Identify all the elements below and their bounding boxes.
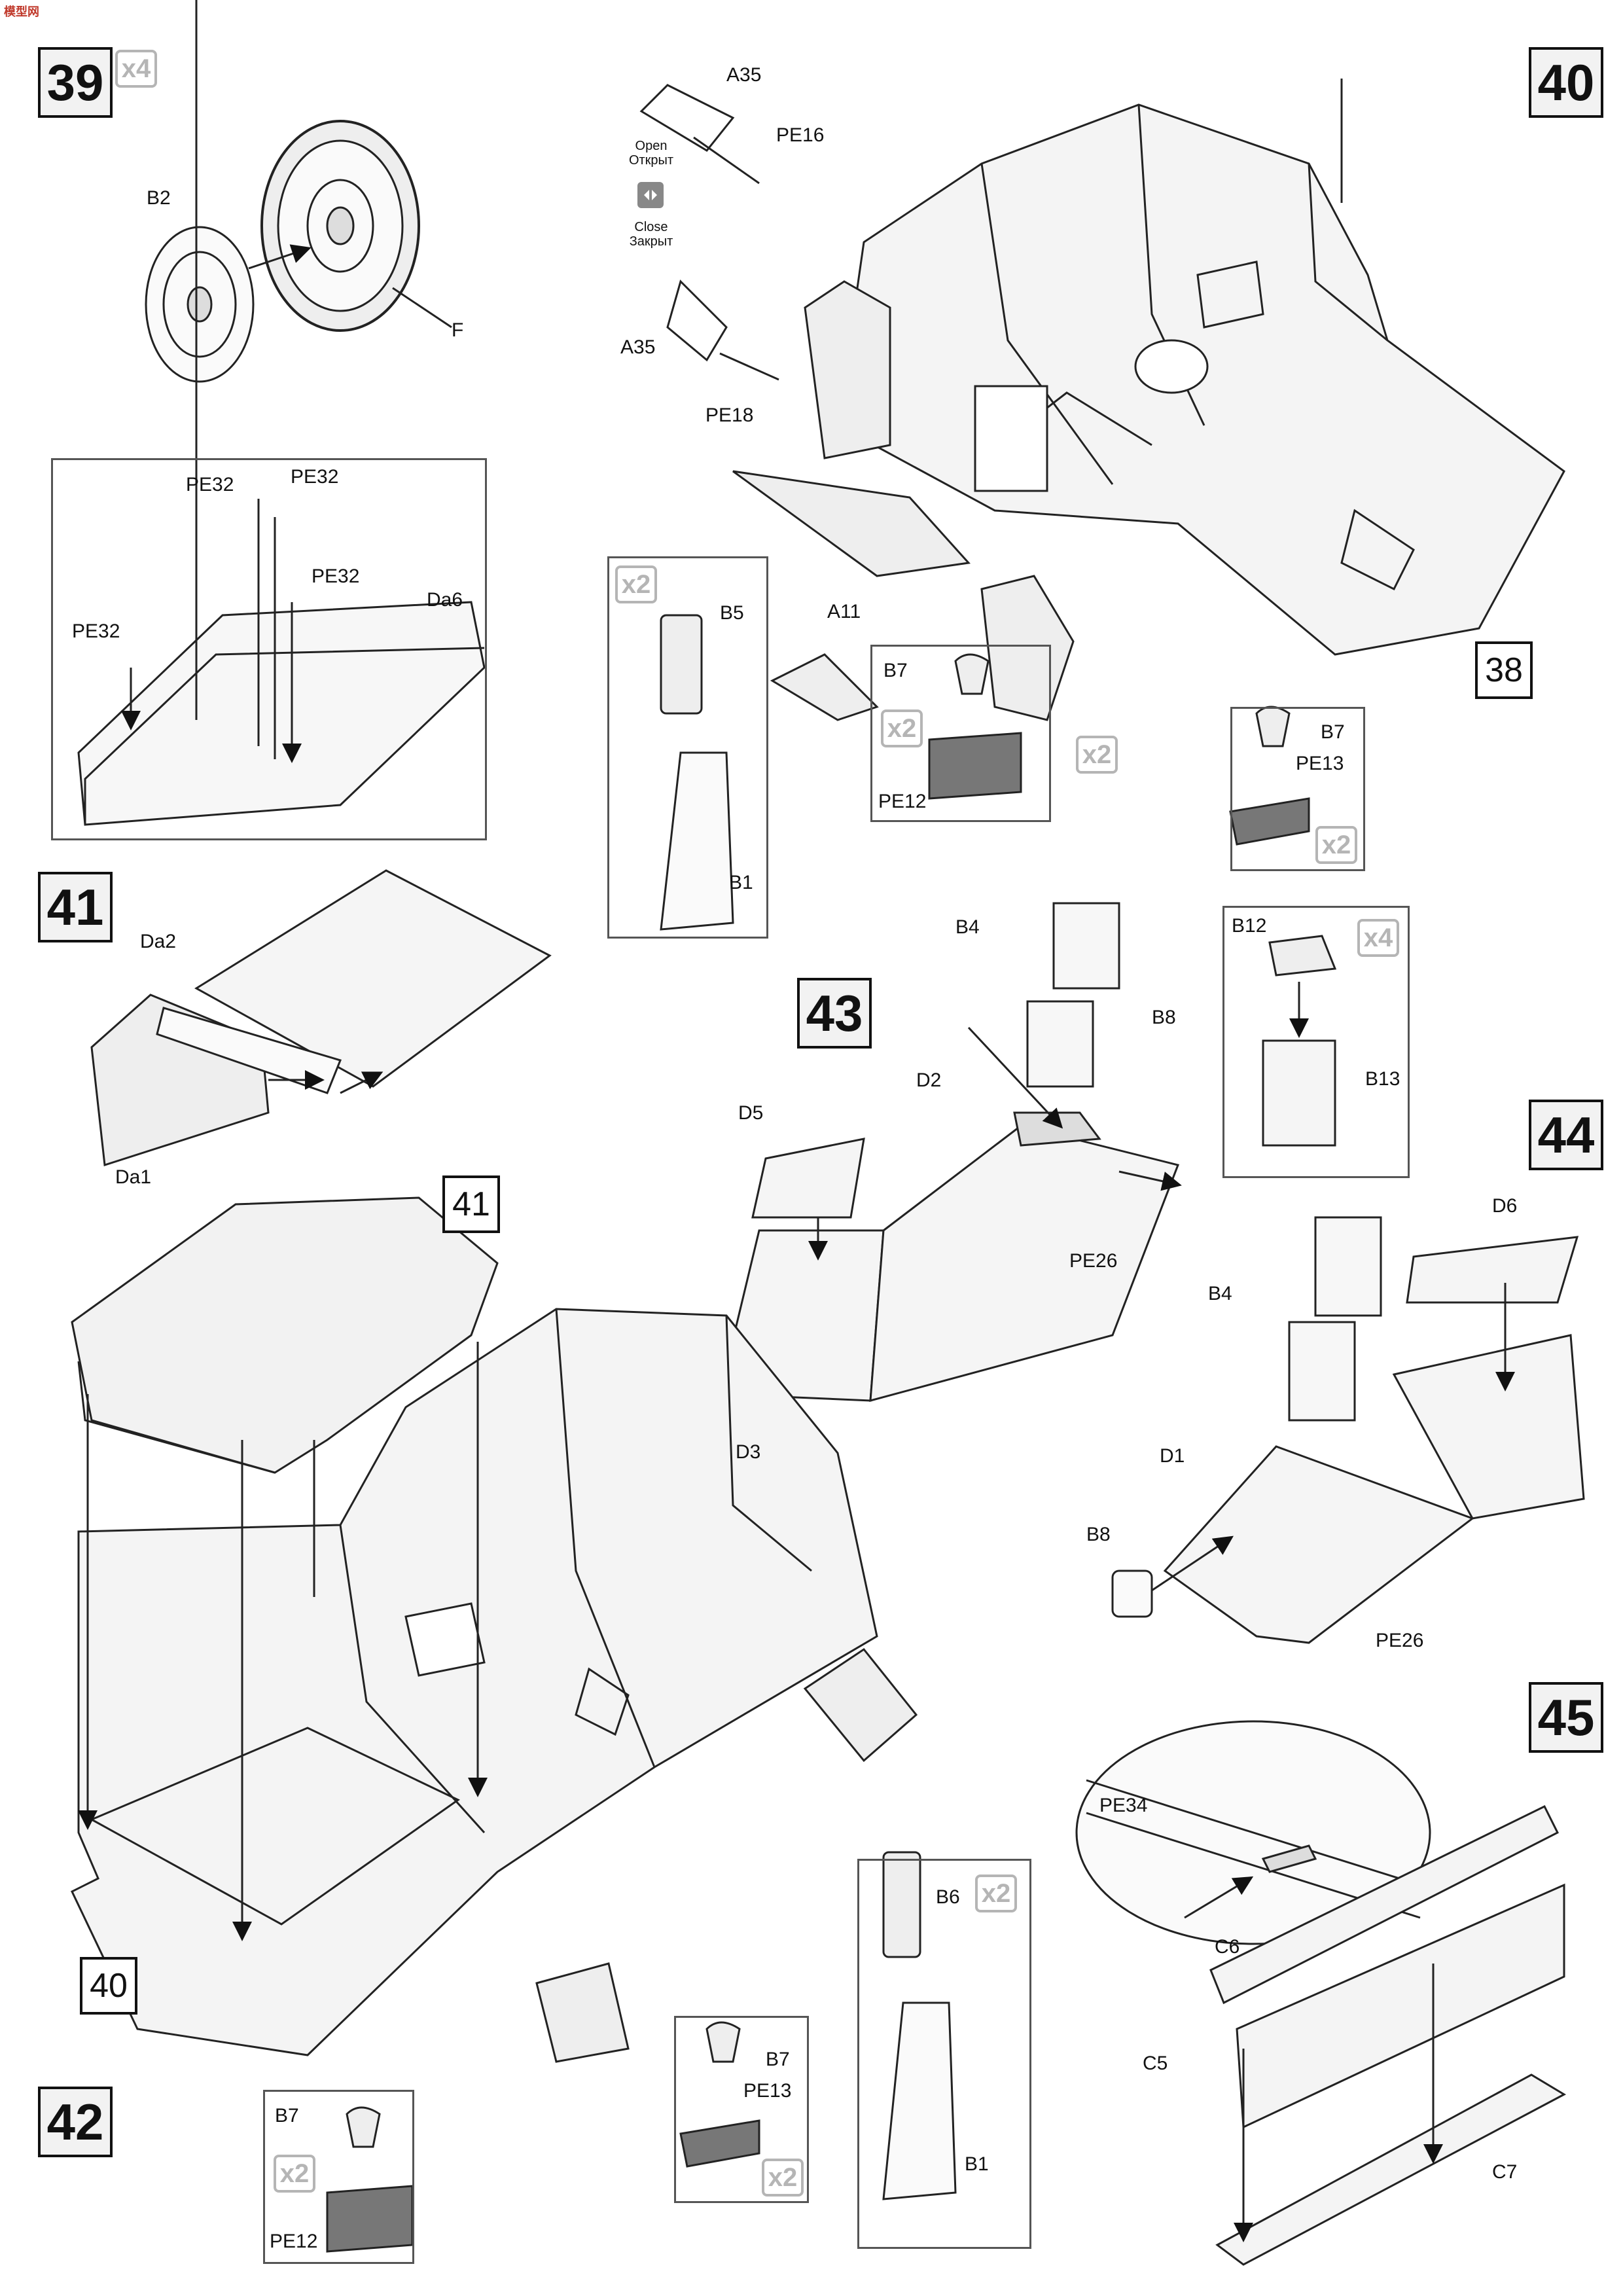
spring-inset-b5 [660, 614, 734, 931]
label-pe16: PE16 [776, 124, 825, 146]
qty-x4-b12-b13: x4 [1357, 919, 1399, 957]
step-39-number: 39 [38, 47, 113, 118]
label-d5: D5 [738, 1102, 764, 1124]
ref-step-41: 41 [442, 1175, 500, 1233]
label-pe26-step43: PE26 [1069, 1250, 1118, 1272]
label-pe32-d: PE32 [72, 620, 120, 642]
label-d6: D6 [1492, 1195, 1518, 1217]
label-b5: B5 [720, 602, 744, 624]
inset-frame-b7-pe12-step40 [870, 645, 1051, 822]
label-b2: B2 [147, 187, 171, 209]
label-b1-step40: B1 [729, 872, 753, 893]
label-b4-step43: B4 [955, 916, 980, 938]
label-b7-step42-mid: B7 [766, 2049, 790, 2070]
stowage-box-step45 [1075, 1720, 1567, 2266]
label-da1: Da1 [115, 1166, 152, 1188]
label-a11: A11 [827, 601, 861, 622]
qty-x2-b7-pe13-step42: x2 [762, 2159, 804, 2197]
ref-step-40: 40 [80, 1957, 137, 2015]
label-da6: Da6 [427, 589, 463, 611]
step-42-number: 42 [38, 2087, 113, 2157]
vehicle-step42-illustration [71, 1196, 918, 2063]
wheel-assembly-illustration [145, 120, 452, 383]
label-pe18: PE18 [705, 404, 754, 426]
hatch-close-label: Close Закрыт [629, 220, 673, 249]
inset-frame-b12-b13 [1222, 906, 1410, 1178]
label-c5: C5 [1143, 2053, 1168, 2074]
label-b8-step43: B8 [1152, 1007, 1176, 1028]
label-pe26-step44: PE26 [1376, 1630, 1424, 1651]
qty-x2-b7-pe13-step40: x2 [1315, 826, 1357, 864]
label-pe32-a: PE32 [186, 474, 234, 495]
label-d2: D2 [916, 1069, 942, 1091]
label-b7-step40-right: B7 [1321, 721, 1345, 743]
inset-frame-roof-detail [51, 458, 487, 840]
label-b12: B12 [1232, 915, 1267, 937]
label-pe13-step42: PE13 [743, 2080, 792, 2102]
qty-x2-b7-pe12-step40: x2 [881, 709, 923, 747]
label-a35-bottom: A35 [620, 336, 656, 358]
roof-panel-detail [77, 0, 486, 826]
label-b13: B13 [1365, 1068, 1400, 1090]
step-43-number: 43 [797, 978, 872, 1049]
label-pe12-step40: PE12 [878, 791, 927, 812]
label-a35-top: A35 [726, 64, 762, 86]
logo-text: 模型网 [4, 5, 39, 19]
inset-frame-b7-pe12-step42 [263, 2090, 414, 2264]
label-d1: D1 [1160, 1445, 1185, 1467]
bumpstop-inset-b7-pe12 [928, 653, 1022, 800]
label-c7: C7 [1492, 2161, 1518, 2183]
floor-panels-step43 [719, 902, 1182, 1403]
inset-frame-b7-pe13-step40 [1230, 707, 1365, 871]
step-45-number: 45 [1529, 1682, 1603, 1753]
vehicle-step40-illustration [639, 79, 1565, 721]
qty-x2-b6: x2 [975, 1874, 1017, 1912]
bumpstop-inset-step42-mid [679, 2021, 760, 2168]
bumpstop-inset-b7-pe13 [1229, 706, 1310, 846]
label-b7-step40-left: B7 [883, 660, 908, 681]
qty-x2-b7-pe12-step42: x2 [274, 2155, 315, 2193]
label-b7-step42-left: B7 [275, 2105, 299, 2126]
step-44-number: 44 [1529, 1100, 1603, 1170]
label-pe13-step40: PE13 [1296, 753, 1344, 774]
qty-x2-suspension-step40: x2 [1076, 736, 1118, 774]
box-inset-b12-b13 [1262, 935, 1337, 1147]
step-41-number: 41 [38, 872, 113, 942]
label-pe12-step42: PE12 [270, 2231, 318, 2252]
step-39-qty-badge: x4 [115, 50, 157, 88]
site-logo: 模型网 [3, 3, 46, 22]
label-da2: Da2 [140, 931, 177, 952]
inset-frame-b5-spring [607, 556, 768, 939]
label-pe32-c: PE32 [312, 565, 360, 587]
hatch-open-label: Open Открыт [628, 139, 674, 168]
qty-x2-b5: x2 [615, 565, 657, 603]
label-pe32-b: PE32 [291, 466, 339, 488]
hatch-toggle-icon [637, 182, 664, 208]
inset-frame-b7-pe13-step42 [674, 2016, 809, 2203]
inset-frame-b6-spring [857, 1859, 1031, 2249]
label-b4-step44: B4 [1208, 1283, 1232, 1304]
floor-panels-step44 [1111, 1216, 1585, 1644]
grille-parts-illustration [90, 869, 552, 1166]
step-40-number: 40 [1529, 47, 1603, 118]
label-b8-step44: B8 [1086, 1524, 1111, 1545]
label-f: F [452, 319, 464, 341]
label-b6: B6 [936, 1886, 960, 1908]
ref-step-38: 38 [1475, 641, 1533, 699]
label-c6: C6 [1215, 1936, 1240, 1958]
label-pe34: PE34 [1099, 1795, 1148, 1816]
bumpstop-inset-step42-left [326, 2106, 414, 2253]
label-b1-step42: B1 [965, 2153, 989, 2175]
spring-inset-b6 [882, 1851, 957, 2200]
label-d3: D3 [736, 1441, 761, 1463]
